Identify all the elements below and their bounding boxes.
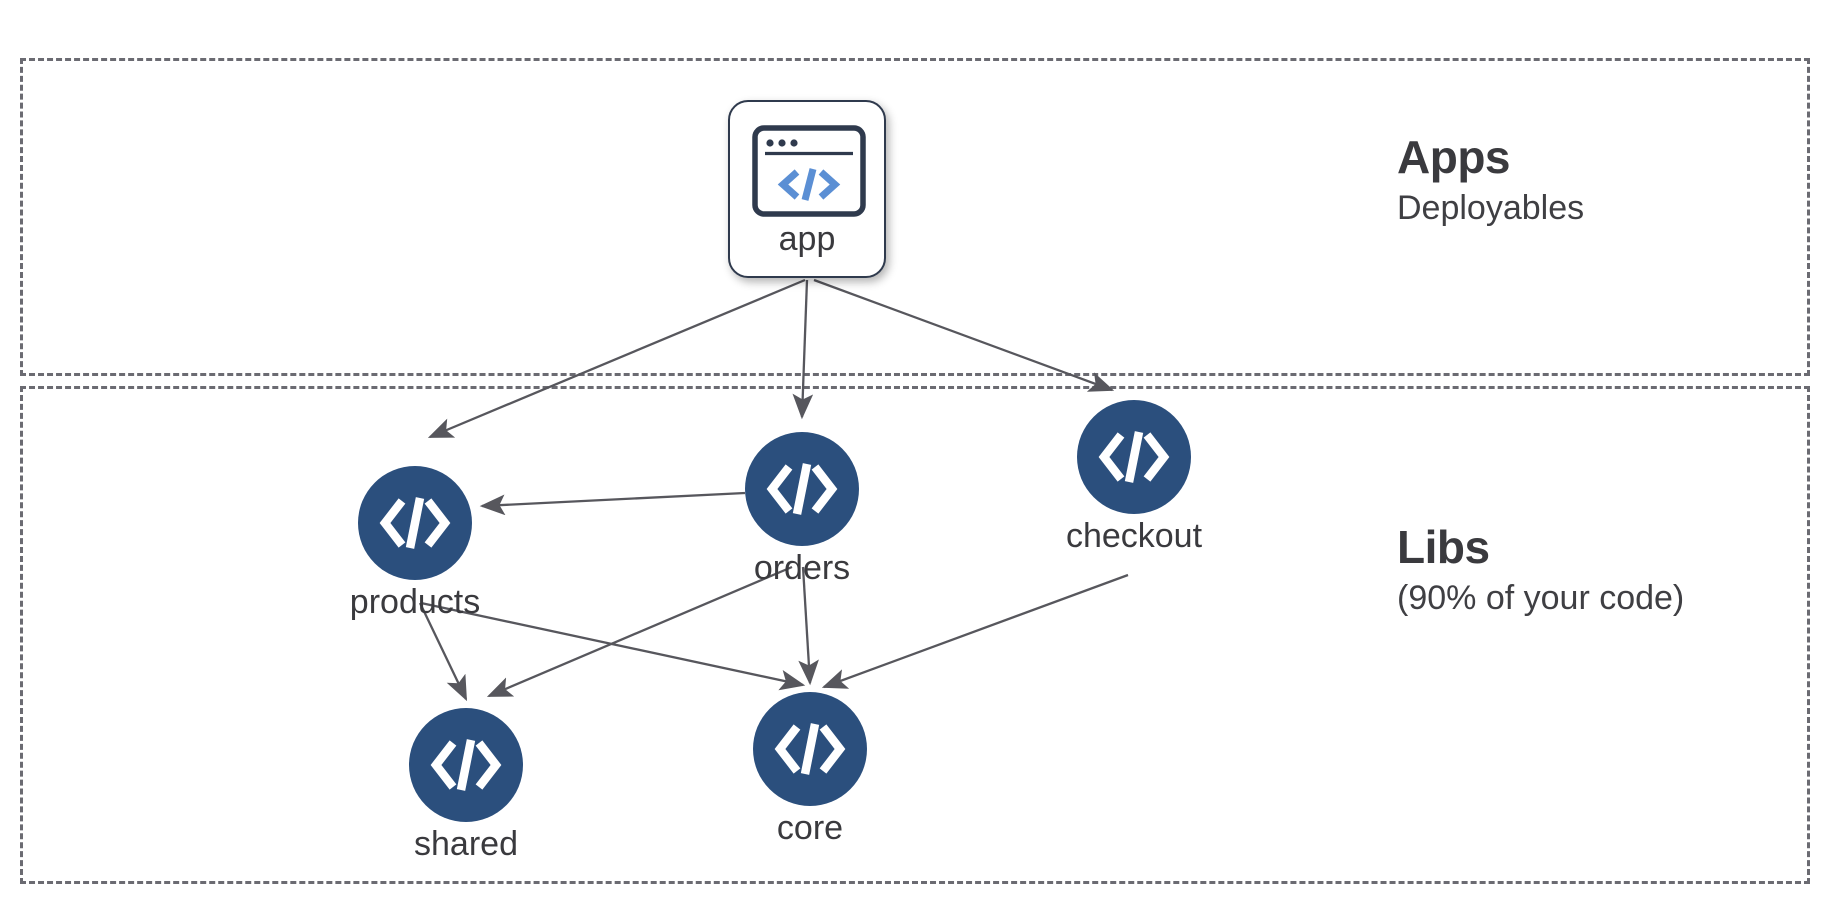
node-circle-core (753, 692, 867, 806)
node-circle-orders (745, 432, 859, 546)
node-label-app: app (778, 220, 836, 258)
node-label-shared: shared (414, 825, 518, 863)
node-app[interactable]: app (728, 100, 886, 278)
code-brackets-icon (379, 497, 451, 549)
node-label-orders: orders (753, 549, 851, 587)
node-checkout[interactable]: checkout (1066, 400, 1202, 555)
zone-subtitle-apps: Deployables (1397, 189, 1585, 228)
code-brackets-icon (430, 739, 502, 791)
zone-subtitle-libs: (90% of your code) (1397, 579, 1685, 618)
node-label-products: products (349, 583, 481, 621)
node-shared[interactable]: shared (409, 708, 523, 863)
node-circle-checkout (1077, 400, 1191, 514)
zone-caption-apps: Apps Deployables (1397, 130, 1584, 228)
node-label-checkout: checkout (1065, 517, 1203, 555)
zone-title-apps: Apps (1397, 131, 1511, 183)
code-brackets-icon (766, 463, 838, 515)
code-brackets-icon (774, 723, 846, 775)
zone-title-libs: Libs (1397, 521, 1490, 573)
zone-libs (20, 386, 1810, 884)
code-brackets-icon (1098, 431, 1170, 483)
node-label-core: core (776, 809, 844, 847)
node-products[interactable]: products (350, 466, 480, 621)
zone-caption-libs: Libs (90% of your code) (1397, 520, 1684, 618)
browser-code-icon (752, 125, 866, 217)
node-orders[interactable]: orders (745, 432, 859, 587)
node-circle-products (358, 466, 472, 580)
node-core[interactable]: core (753, 692, 867, 847)
node-circle-shared (409, 708, 523, 822)
